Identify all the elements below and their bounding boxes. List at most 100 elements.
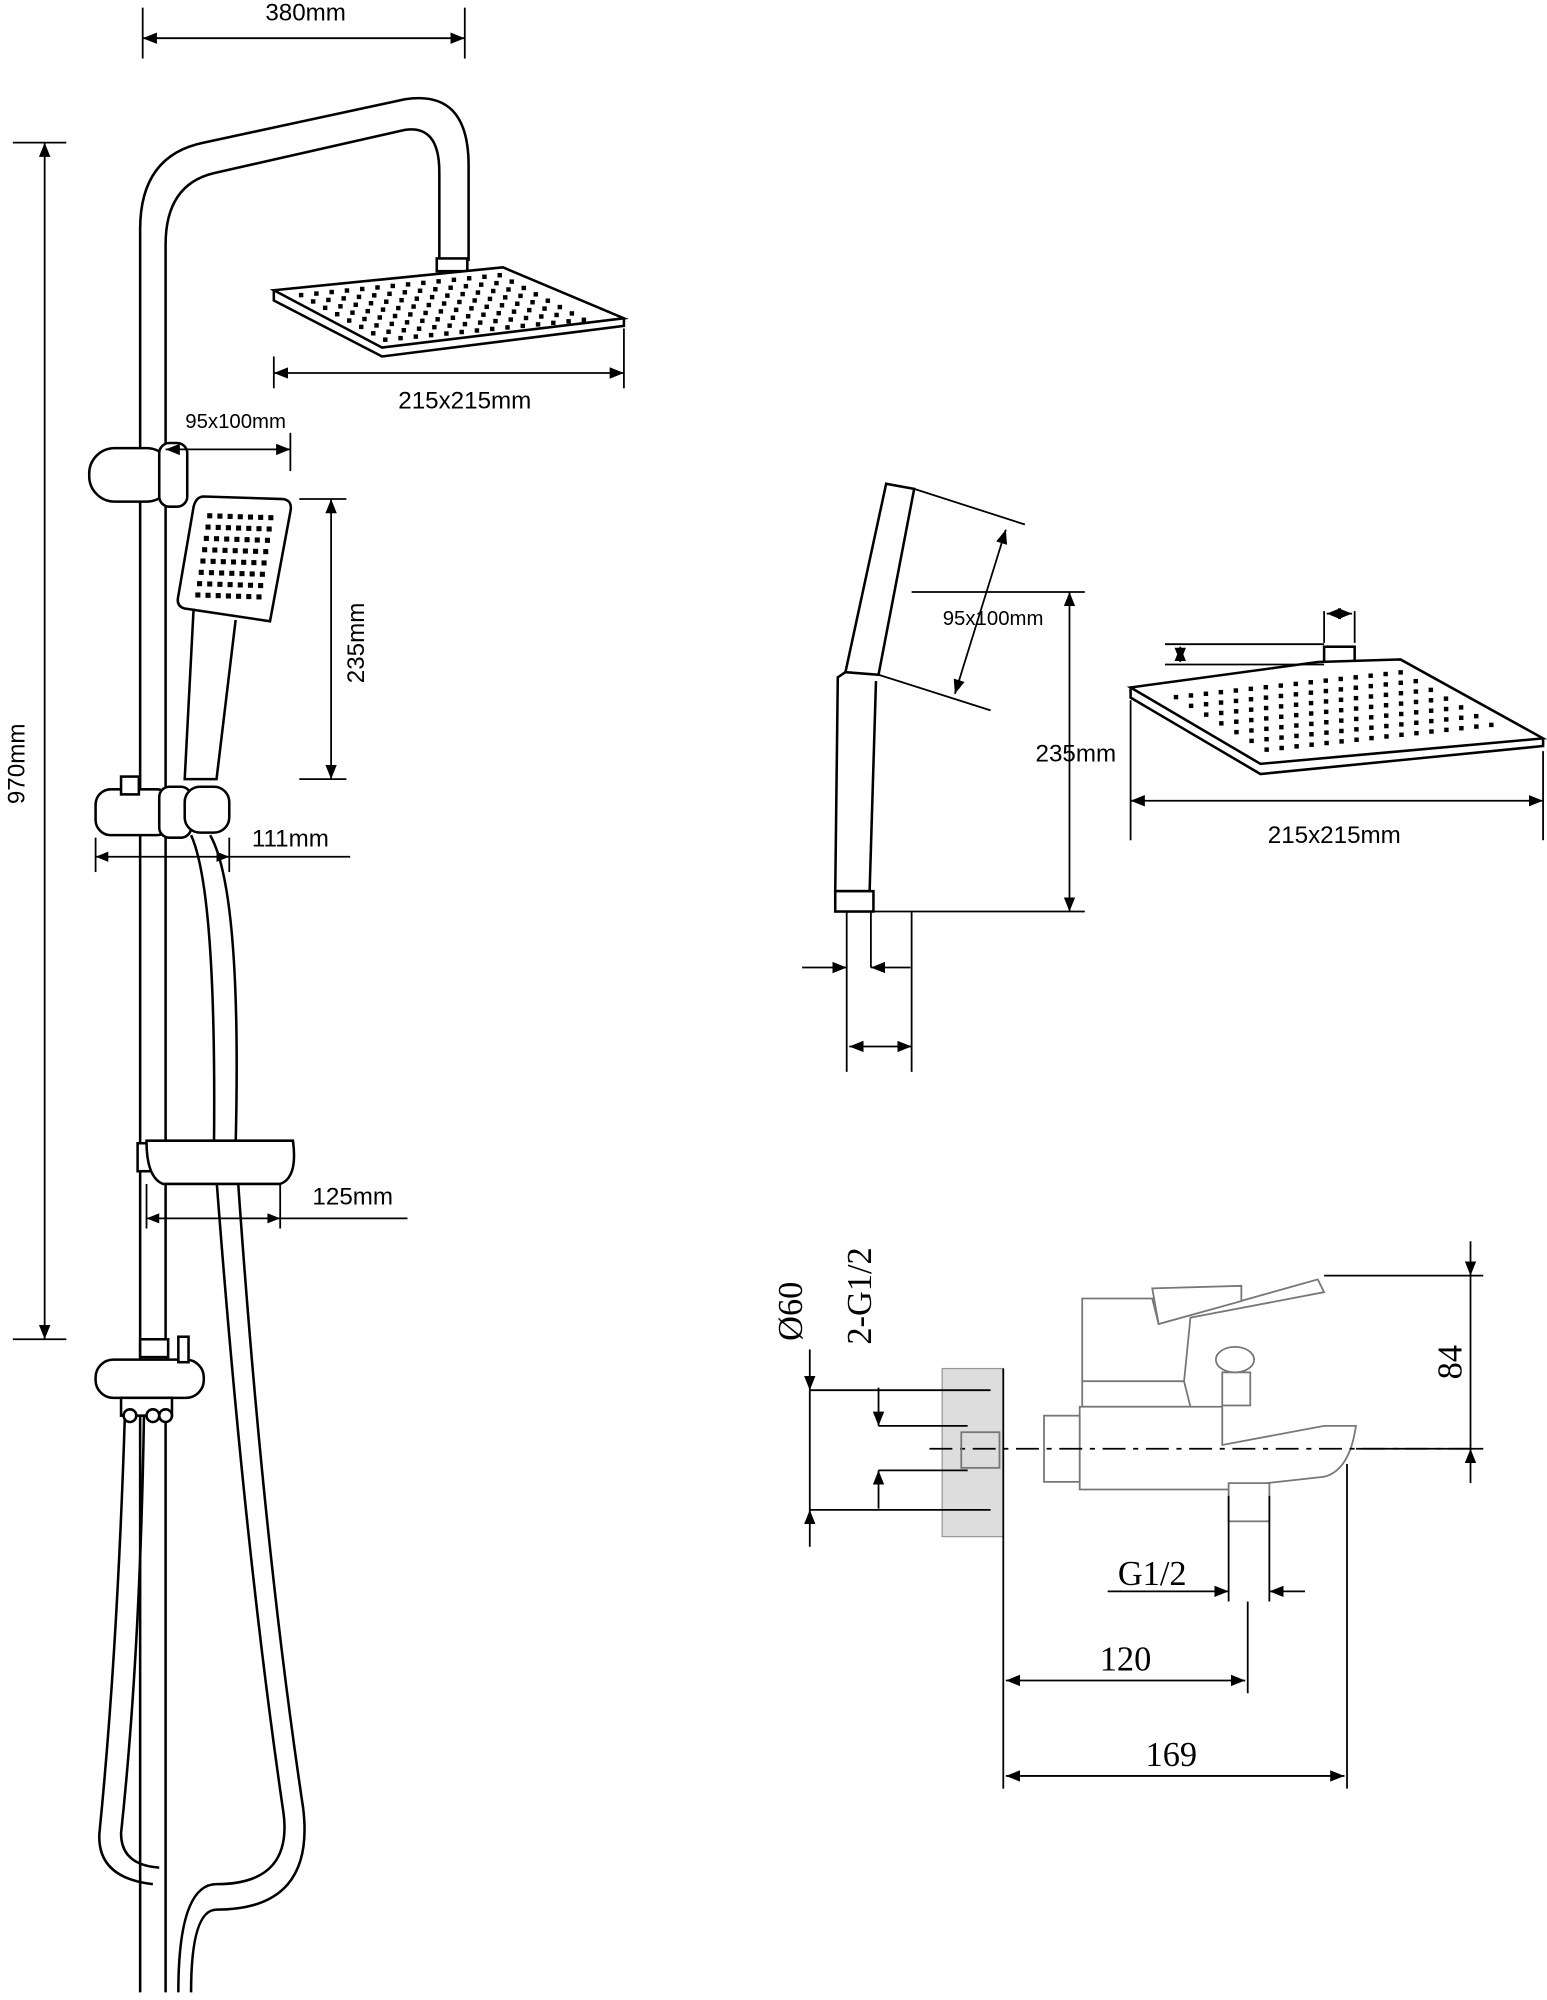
nozzle-dot bbox=[207, 513, 213, 519]
nozzle-dot bbox=[1458, 705, 1464, 710]
nozzle-dot bbox=[469, 306, 474, 311]
nozzle-dot bbox=[314, 291, 319, 296]
nozzle-dot bbox=[396, 305, 401, 311]
soap-dish-label: 125mm bbox=[312, 1183, 393, 1210]
nozzle-dot bbox=[465, 314, 471, 319]
nozzle-dot bbox=[1443, 706, 1449, 712]
nozzle-dot bbox=[254, 537, 260, 543]
nozzle-dot bbox=[386, 329, 391, 334]
nozzle-dot bbox=[350, 310, 355, 315]
nozzle-dot bbox=[1324, 740, 1329, 746]
nozzle-dot bbox=[1354, 716, 1359, 722]
width-label: 380mm bbox=[265, 0, 346, 26]
nozzle-dot bbox=[1263, 695, 1269, 700]
nozzle-dot bbox=[1338, 676, 1343, 682]
nozzle-dot bbox=[298, 292, 304, 298]
nozzle-dot bbox=[1293, 712, 1299, 718]
nozzle-dot bbox=[481, 312, 486, 317]
nozzle-dot bbox=[389, 321, 395, 327]
nozzle-dot bbox=[428, 332, 434, 338]
nozzle-dot bbox=[499, 303, 505, 308]
nozzle-dot bbox=[1398, 670, 1403, 675]
nozzle-dot bbox=[506, 287, 511, 292]
nozzle-dot bbox=[229, 570, 235, 576]
nozzle-dot bbox=[215, 593, 221, 599]
nozzle-dot bbox=[210, 558, 216, 564]
shower-hose bbox=[177, 834, 286, 1993]
nozzle-dot bbox=[359, 324, 364, 330]
nozzle-dot bbox=[246, 525, 252, 531]
nozzle-dot bbox=[234, 536, 240, 542]
nozzle-dot bbox=[1308, 680, 1313, 685]
dimension-hand-size: 95x100mm bbox=[165, 411, 292, 472]
nozzle-dot bbox=[1218, 700, 1224, 705]
nozzle-dot bbox=[489, 326, 495, 332]
nozzle-dot bbox=[521, 285, 526, 291]
nozzle-dot bbox=[1384, 734, 1389, 739]
nozzle-dot bbox=[356, 294, 362, 300]
depth-120-label: 120 bbox=[1100, 1640, 1152, 1678]
nozzle-dot bbox=[1354, 727, 1359, 732]
nozzle-dot bbox=[1188, 703, 1194, 709]
nozzle-dot bbox=[195, 592, 201, 598]
nozzle-dot bbox=[433, 287, 438, 292]
nozzle-dot bbox=[203, 535, 209, 541]
nozzle-dot bbox=[392, 313, 398, 319]
nozzle-dot bbox=[202, 547, 208, 553]
riser-pipe bbox=[138, 96, 470, 1993]
nozzle-dot bbox=[438, 309, 444, 314]
nozzle-dot bbox=[1279, 724, 1284, 730]
nozzle-dot bbox=[1264, 716, 1269, 721]
dimension-hand-length: 235mm bbox=[299, 498, 370, 781]
nozzle-dot bbox=[475, 290, 481, 295]
nozzle-dot bbox=[1368, 704, 1374, 710]
nozzle-dot bbox=[405, 282, 411, 287]
nozzle-dot bbox=[1459, 715, 1464, 721]
nozzle-dot bbox=[384, 299, 389, 304]
nozzle-dot bbox=[344, 288, 350, 293]
nozzle-dot bbox=[1233, 709, 1239, 714]
nozzle-dot bbox=[463, 283, 469, 289]
dimension-width: 380mm bbox=[141, 0, 466, 59]
nozzle-dot bbox=[334, 311, 340, 317]
nozzle-dot bbox=[205, 524, 211, 530]
nozzle-dot bbox=[420, 318, 425, 324]
nozzle-dot bbox=[416, 326, 422, 331]
nozzle-dot bbox=[1383, 682, 1389, 687]
nozzle-dot bbox=[450, 315, 456, 320]
nozzle-dot bbox=[436, 279, 441, 284]
nozzle-dot bbox=[1279, 745, 1284, 751]
nozzle-dot bbox=[368, 301, 374, 306]
hand-shower-side-view: 95x100mm 235mm bbox=[802, 482, 1116, 1072]
nozzle-dot bbox=[545, 298, 551, 303]
nozzle-dot bbox=[225, 593, 231, 599]
nozzle-dot bbox=[1339, 728, 1344, 734]
nozzle-dot bbox=[482, 274, 487, 279]
nozzle-dot bbox=[1323, 699, 1329, 704]
nozzle-dot bbox=[444, 331, 449, 336]
nozzle-dot bbox=[207, 581, 213, 587]
nozzle-dot bbox=[441, 301, 447, 306]
nozzle-dot bbox=[417, 288, 423, 293]
nozzle-dot bbox=[1428, 687, 1434, 693]
inlet-label: 2-G1/2 bbox=[841, 1247, 879, 1344]
nozzle-dot bbox=[1338, 697, 1344, 703]
nozzle-dot bbox=[1248, 707, 1254, 712]
nozzle-dot bbox=[429, 294, 435, 300]
nozzle-dot bbox=[241, 559, 247, 565]
nozzle-dot bbox=[566, 319, 571, 324]
nozzle-dot bbox=[1294, 744, 1299, 749]
nozzle-dot bbox=[365, 308, 370, 314]
nozzle-dot bbox=[527, 307, 532, 313]
nozzle-dot bbox=[523, 315, 529, 321]
nozzle-dot bbox=[515, 301, 520, 306]
nozzle-dot bbox=[1293, 702, 1299, 707]
nozzle-dot bbox=[1384, 723, 1389, 729]
nozzle-dot bbox=[222, 547, 228, 553]
nozzle-dot bbox=[497, 273, 502, 278]
nozzle-dot bbox=[399, 297, 404, 303]
nozzle-dot bbox=[398, 335, 403, 341]
nozzle-dot bbox=[225, 525, 231, 531]
nozzle-dot bbox=[462, 321, 468, 327]
